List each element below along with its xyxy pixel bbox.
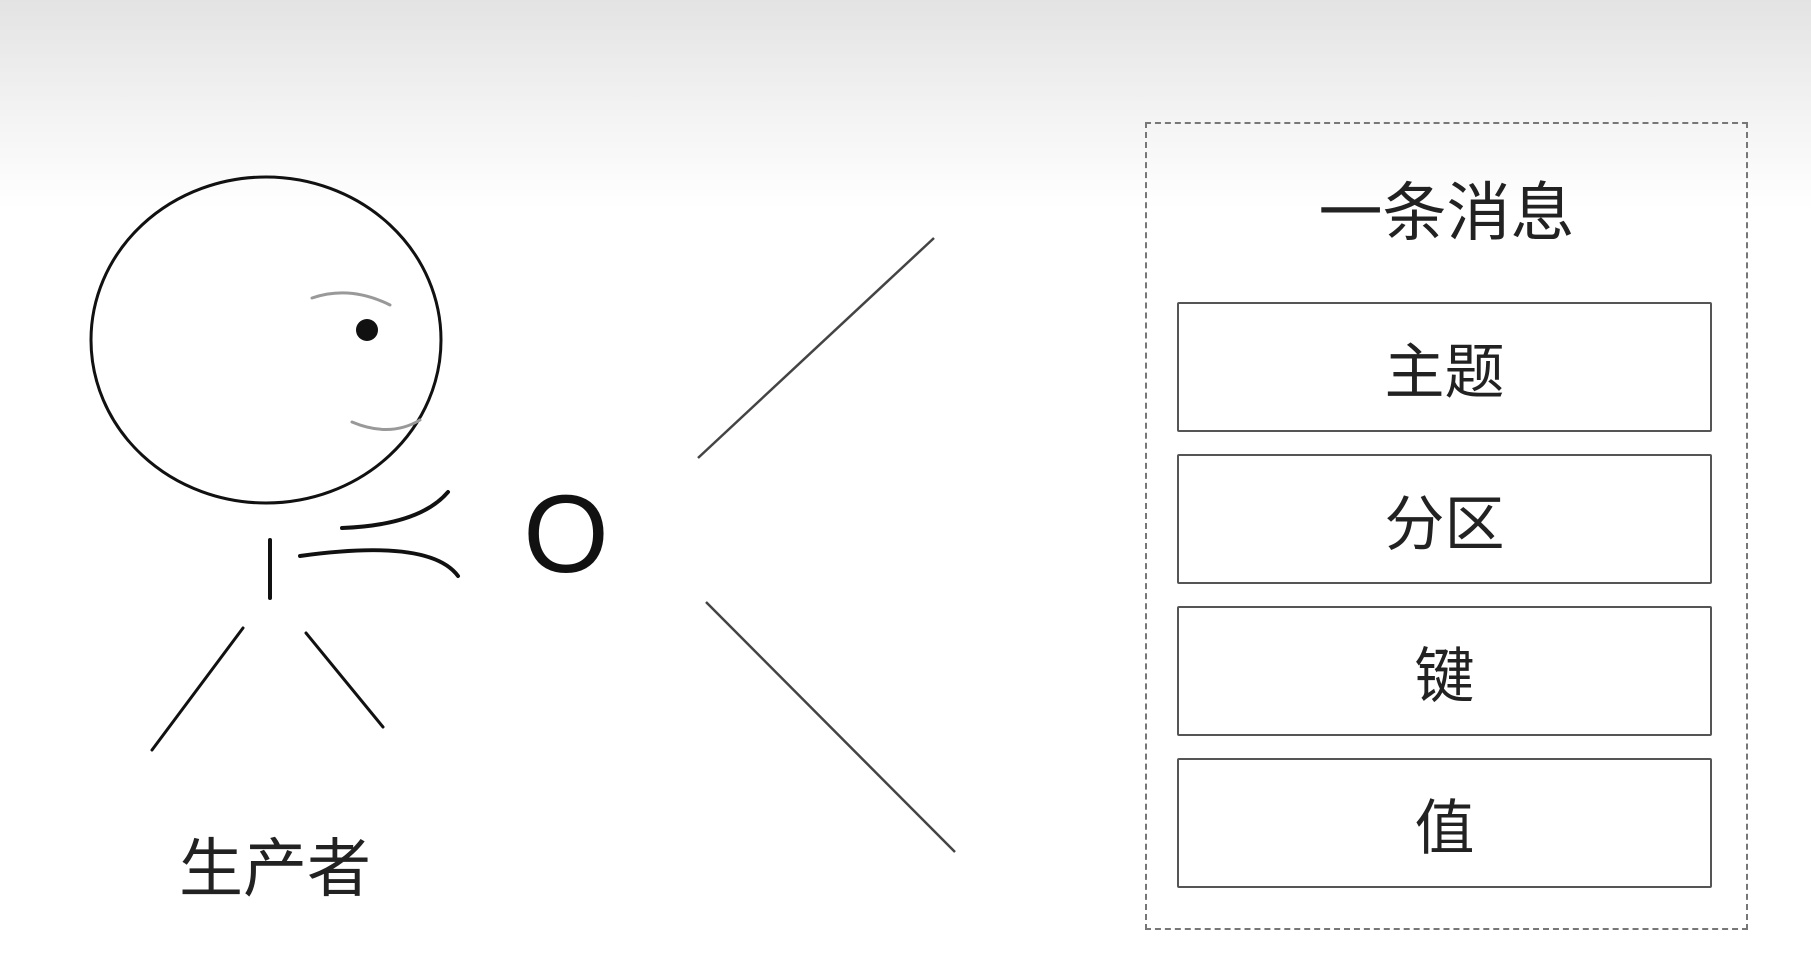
producer-label: 生产者 — [179, 833, 371, 907]
figure-eye — [356, 319, 378, 341]
figure-right-leg — [304, 631, 385, 729]
message-field-key: 键 — [1177, 606, 1712, 736]
message-field-partition: 分区 — [1177, 454, 1712, 584]
expansion-lines — [697, 237, 956, 853]
message-box: 一条消息 主题 分区 键 值 — [1145, 122, 1748, 930]
expansion-line-lower — [705, 601, 956, 853]
stick-figure — [89, 175, 460, 752]
figure-head — [89, 175, 443, 505]
message-field-value: 值 — [1177, 758, 1712, 888]
figure-eyebrow — [310, 291, 392, 307]
message-field-topic: 主题 — [1177, 302, 1712, 432]
figure-shout-lower — [298, 548, 460, 578]
expansion-line-upper — [697, 237, 935, 459]
speech-symbol: O — [523, 473, 609, 596]
figure-smile — [350, 418, 422, 432]
figure-left-leg — [150, 626, 245, 752]
figure-shout-upper — [340, 490, 450, 530]
message-title: 一条消息 — [1318, 177, 1575, 251]
